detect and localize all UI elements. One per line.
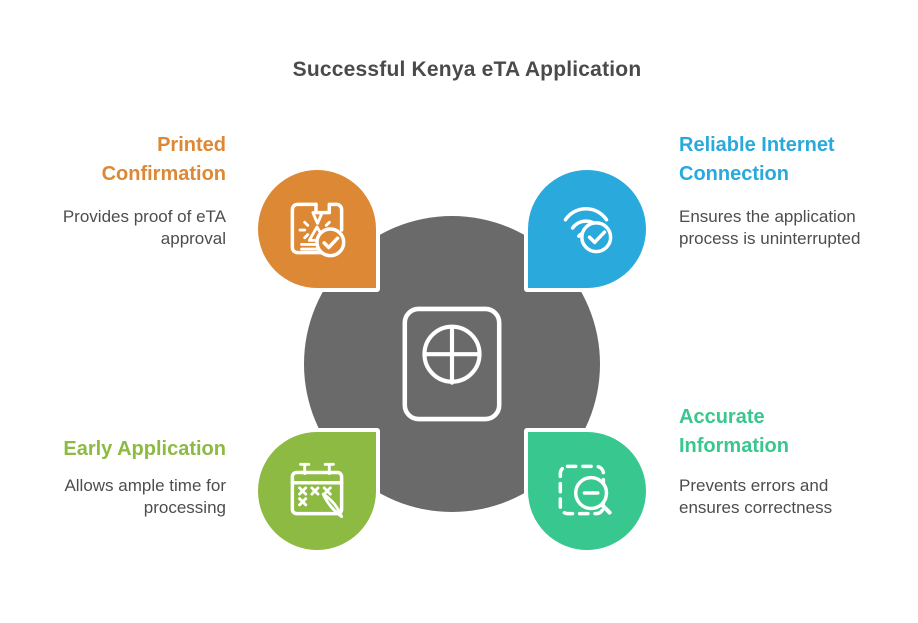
wifi-check-icon: [563, 207, 613, 254]
magnifier-check-icon: [558, 464, 612, 516]
description-early-application: Allows ample time for processing: [64, 476, 226, 517]
blob-reliable-internet: [524, 166, 650, 292]
heading-printed-confirmation: Printed Confirmation: [101, 134, 226, 185]
blob-early-application: [254, 428, 380, 554]
heading-accurate-information: Accurate Information: [679, 406, 789, 457]
heading-early-application: Early Application: [63, 438, 226, 460]
heading-reliable-internet: Reliable Internet Connection: [679, 134, 835, 185]
description-reliable-internet: Ensures the application process is unint…: [679, 207, 861, 248]
description-printed-confirmation: Provides proof of eTA approval: [62, 207, 226, 248]
blob-printed-confirmation: [254, 166, 380, 292]
page-title: Successful Kenya eTA Application: [292, 58, 642, 81]
description-accurate-information: Prevents errors and ensures correctness: [679, 476, 833, 517]
blob-accurate-information: [524, 428, 650, 554]
passport-globe-icon: [402, 306, 502, 422]
calendar-pen-icon: [290, 462, 344, 519]
printer-check-icon: [290, 202, 346, 258]
